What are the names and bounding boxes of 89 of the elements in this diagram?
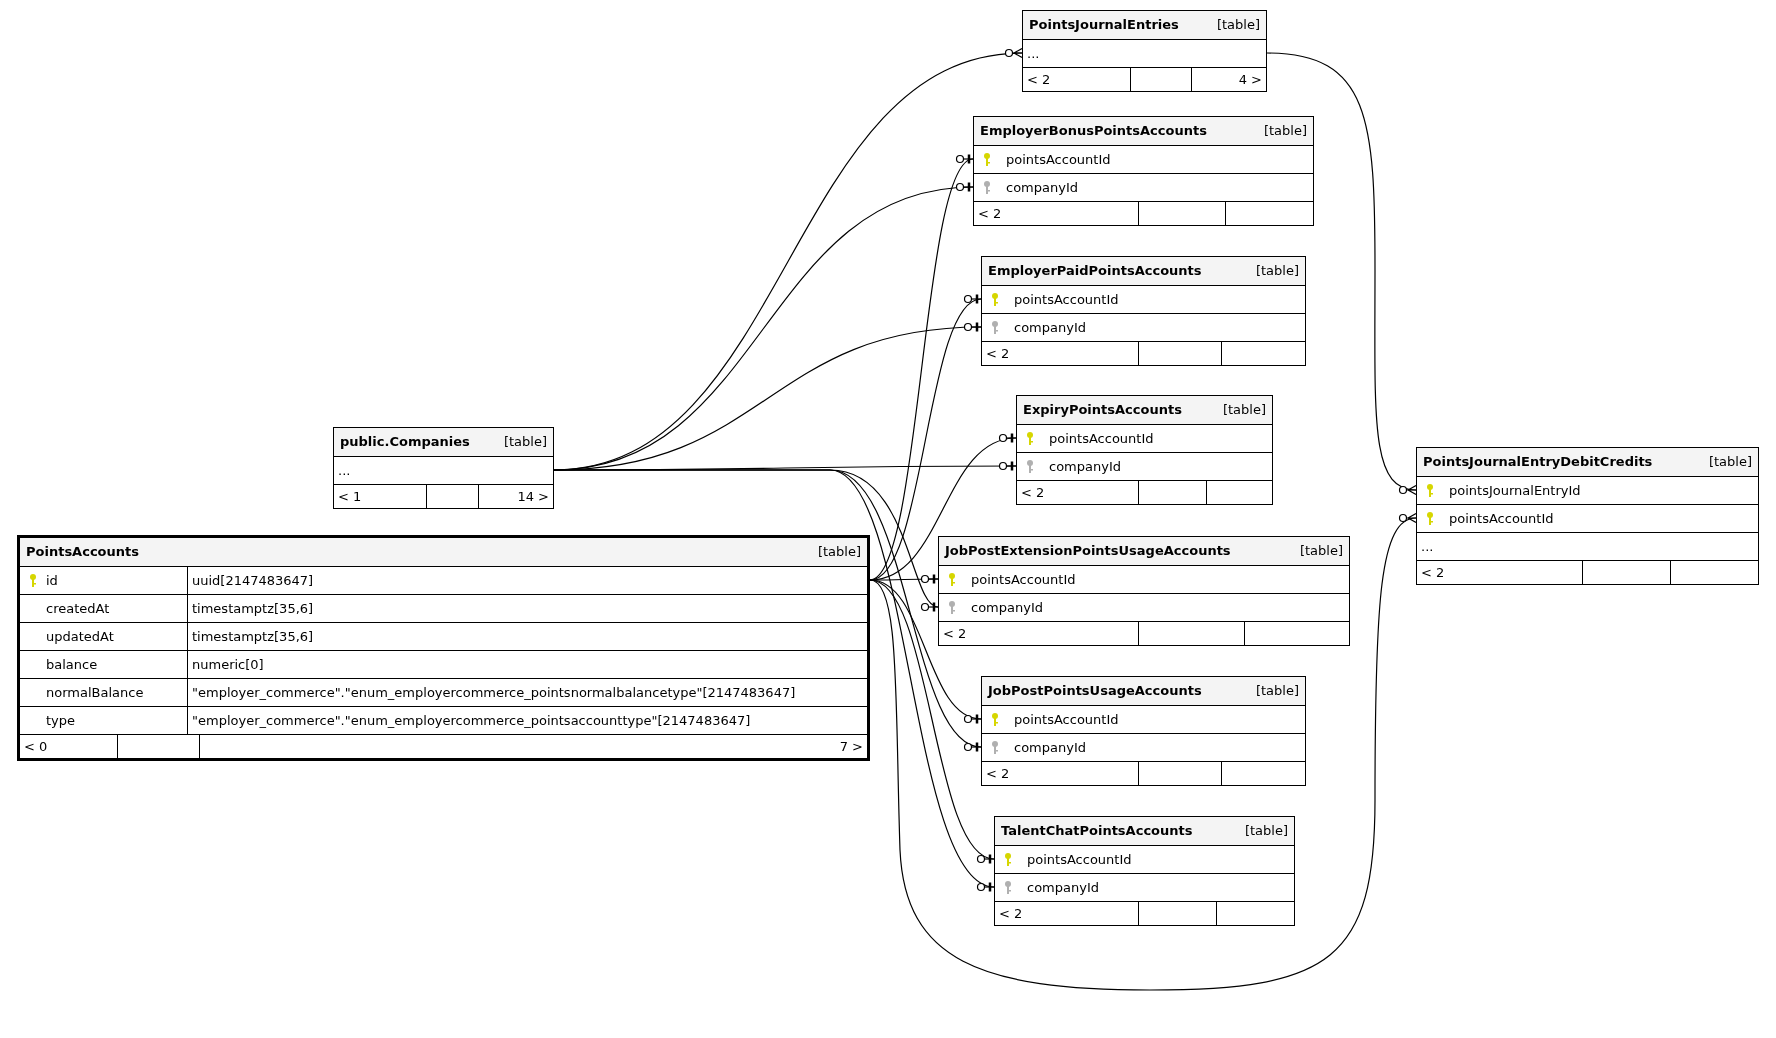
- table-footer: [982, 761, 1305, 785]
- row-count: < 1: [338, 487, 362, 506]
- table-box: [938, 536, 1350, 646]
- table-type: [table]: [1255, 262, 1299, 281]
- table-footer: [939, 621, 1349, 645]
- table-name: ExpiryPointsAccounts: [1023, 401, 1182, 420]
- table-row: [20, 594, 867, 622]
- relationship-line: [1266, 52, 1418, 496]
- table-name: JobPostExtensionPointsUsageAccounts: [945, 542, 1231, 561]
- column-name: pointsJournalEntryId: [1449, 481, 1581, 500]
- table-footer: [995, 901, 1294, 925]
- table-type: [table]: [1263, 122, 1307, 141]
- table-name: EmployerPaidPointsAccounts: [988, 262, 1202, 281]
- table-box: [981, 256, 1306, 366]
- table-name: PointsAccounts: [26, 543, 139, 562]
- column-type: timestamptz[35,6]: [191, 627, 315, 646]
- table-name: TalentChatPointsAccounts: [1001, 822, 1193, 841]
- column-name: createdAt: [46, 599, 110, 618]
- column-type: "employer_commerce"."enum_employercommerce_pointsnormalbalancetype"[2147483647]: [191, 683, 797, 702]
- table-footer: [1017, 480, 1272, 504]
- row-count: < 0: [24, 737, 48, 756]
- column-name: balance: [46, 655, 98, 674]
- row-count: < 2: [1421, 563, 1445, 582]
- column-name: normalBalance: [46, 683, 144, 702]
- table-row: [20, 706, 867, 734]
- column-name: pointsAccountId: [1014, 290, 1119, 309]
- table-type: [table]: [1244, 822, 1288, 841]
- column-name: companyId: [1014, 318, 1086, 337]
- table-name: EmployerBonusPointsAccounts: [980, 122, 1207, 141]
- column-name: pointsAccountId: [971, 570, 1076, 589]
- table-box: [17, 535, 870, 761]
- table-row: [20, 622, 867, 650]
- table-type: [table]: [1222, 401, 1266, 420]
- table-name: JobPostPointsUsageAccounts: [988, 682, 1202, 701]
- row-count: < 2: [1021, 483, 1045, 502]
- table-type: [table]: [1255, 682, 1299, 701]
- column-name: ...: [338, 461, 351, 480]
- column-name: companyId: [1027, 878, 1099, 897]
- column-name: pointsAccountId: [1049, 429, 1154, 448]
- table-box: [994, 816, 1295, 926]
- column-type: uuid[2147483647]: [191, 571, 315, 590]
- table-row: [20, 566, 867, 594]
- table-box: [1416, 447, 1759, 585]
- column-name: type: [46, 711, 76, 730]
- table-footer: [334, 484, 553, 508]
- table-type: [table]: [1708, 453, 1752, 472]
- table-row: [20, 650, 867, 678]
- table-name: PointsJournalEntries: [1029, 16, 1179, 35]
- column-name: pointsAccountId: [1014, 710, 1119, 729]
- table-footer: [974, 201, 1313, 225]
- column-name: companyId: [1006, 178, 1078, 197]
- row-count: < 2: [999, 904, 1023, 923]
- column-count: 7 >: [839, 737, 863, 756]
- column-type: "employer_commerce"."enum_employercommerce_pointsaccounttype"[2147483647]: [191, 711, 752, 730]
- column-count: 4 >: [1238, 70, 1262, 89]
- row-count: < 2: [943, 624, 967, 643]
- row-count: < 2: [978, 204, 1002, 223]
- column-name: companyId: [971, 598, 1043, 617]
- table-box: [1016, 395, 1273, 505]
- column-name: companyId: [1049, 457, 1121, 476]
- table-box: [973, 116, 1314, 226]
- column-name: pointsAccountId: [1027, 850, 1132, 869]
- table-footer: [20, 734, 867, 758]
- column-count: 14 >: [517, 487, 549, 506]
- column-type: numeric[0]: [191, 655, 265, 674]
- table-box: [1022, 10, 1267, 92]
- column-type: timestamptz[35,6]: [191, 599, 315, 618]
- table-type: [table]: [1299, 542, 1343, 561]
- table-footer: [1417, 560, 1758, 584]
- table-box: [981, 676, 1306, 786]
- table-footer: [982, 341, 1305, 365]
- column-name: id: [46, 571, 58, 590]
- column-name: pointsAccountId: [1449, 509, 1554, 528]
- column-name: companyId: [1014, 738, 1086, 757]
- table-type: [table]: [503, 433, 547, 452]
- row-count: < 2: [1027, 70, 1051, 89]
- column-name: ...: [1421, 537, 1434, 556]
- column-name: ...: [1027, 44, 1040, 63]
- column-name: updatedAt: [46, 627, 114, 646]
- table-footer: [1023, 67, 1266, 91]
- table-name: PointsJournalEntryDebitCredits: [1423, 453, 1653, 472]
- table-type: [table]: [1216, 16, 1260, 35]
- column-name: pointsAccountId: [1006, 150, 1111, 169]
- row-count: < 2: [986, 764, 1010, 783]
- table-name: public.Companies: [340, 433, 470, 452]
- table-row: [20, 678, 867, 706]
- row-count: < 2: [986, 344, 1010, 363]
- table-box: [333, 427, 554, 509]
- table-type: [table]: [817, 543, 861, 562]
